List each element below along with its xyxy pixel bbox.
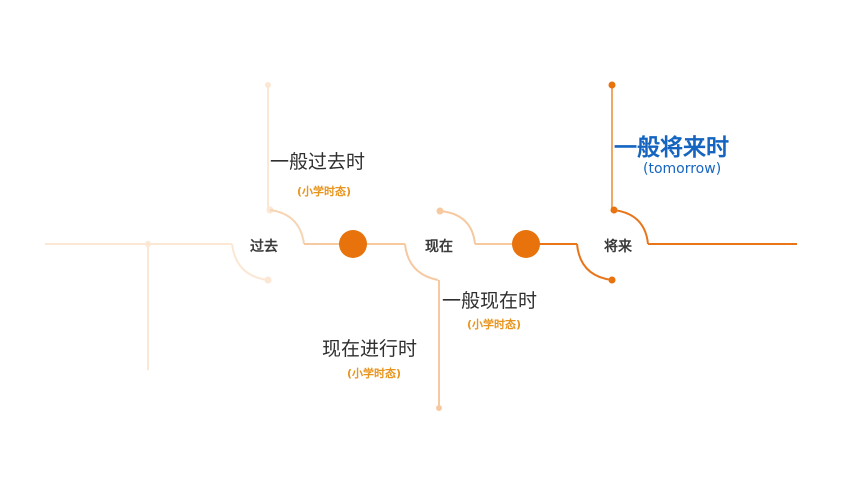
node-label-future: 将来 bbox=[604, 239, 632, 255]
node-label-past: 过去 bbox=[250, 239, 278, 255]
tense-simple-past-title: 一般过去时 bbox=[270, 151, 366, 173]
present-arc-right bbox=[439, 210, 476, 245]
tense-simple-present-title: 一般现在时 bbox=[442, 290, 538, 312]
node-label-present: 现在 bbox=[425, 239, 453, 255]
present-future-dot bbox=[512, 230, 540, 258]
present-arc-left bbox=[404, 243, 439, 281]
tense-simple-future-note: (tomorrow) bbox=[643, 161, 722, 177]
timeline-node-far-left bbox=[145, 241, 151, 247]
tense-simple-present-note: (小学时态) bbox=[467, 318, 522, 331]
future-top-dot bbox=[608, 81, 616, 89]
past-arc-right bbox=[269, 209, 305, 245]
past-top-dot bbox=[265, 82, 271, 88]
future-arc-left bbox=[576, 243, 613, 281]
tense-present-progressive-note: (小学时态) bbox=[347, 367, 402, 380]
future-arc-right bbox=[613, 209, 649, 245]
tense-present-progressive-title: 现在进行时 bbox=[322, 338, 418, 360]
tense-simple-past-note: (小学时态) bbox=[297, 185, 352, 198]
past-present-dot bbox=[339, 230, 367, 258]
tense-simple-future-title: 一般将来时 bbox=[614, 135, 729, 161]
past-arc-left bbox=[231, 243, 269, 281]
present-bottom-dot bbox=[436, 405, 442, 411]
